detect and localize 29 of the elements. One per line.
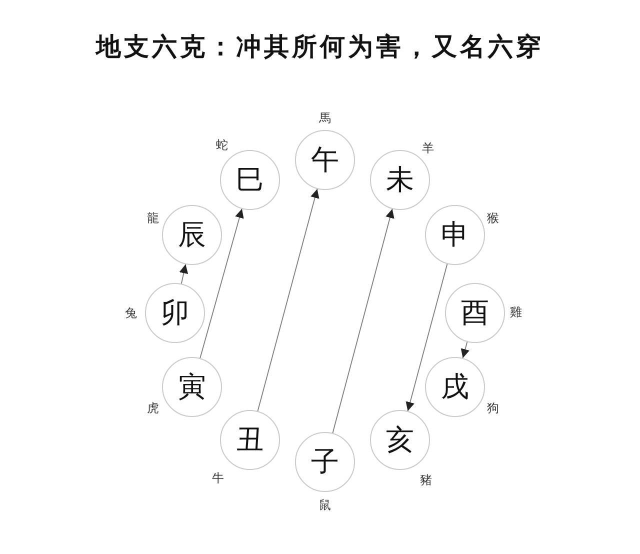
arrow xyxy=(257,188,320,412)
branch-circle: 寅 xyxy=(162,357,222,417)
branch-circle: 申 xyxy=(425,205,485,265)
animal-label: 蛇 xyxy=(216,139,228,151)
branch-circle: 戌 xyxy=(425,357,485,417)
animal-label: 雞 xyxy=(510,306,522,318)
animal-label: 龍 xyxy=(147,212,159,224)
branch-circle: 午 xyxy=(295,130,355,190)
branch-circle: 巳 xyxy=(220,150,280,210)
animal-label: 虎 xyxy=(147,402,159,414)
arrow xyxy=(332,208,394,434)
branch-circle: 酉 xyxy=(445,283,505,343)
branch-circle: 卯 xyxy=(145,283,205,343)
animal-label: 豬 xyxy=(420,474,432,486)
animal-label: 兔 xyxy=(125,307,137,319)
arrow xyxy=(179,264,188,284)
branch-circle: 子 xyxy=(295,432,355,492)
arrow xyxy=(460,342,470,358)
animal-label: 牛 xyxy=(212,472,224,484)
animal-label: 馬 xyxy=(319,112,331,124)
arrow xyxy=(200,208,244,359)
arrow xyxy=(406,264,448,412)
title: 地支六克：冲其所何为害，又名六穿 xyxy=(94,31,545,63)
animal-label: 狗 xyxy=(487,402,499,414)
animal-label: 鼠 xyxy=(319,499,331,511)
animal-label: 猴 xyxy=(487,212,499,224)
branch-circle: 亥 xyxy=(370,410,430,470)
branch-circle: 辰 xyxy=(162,205,222,265)
branch-circle: 丑 xyxy=(220,410,280,470)
